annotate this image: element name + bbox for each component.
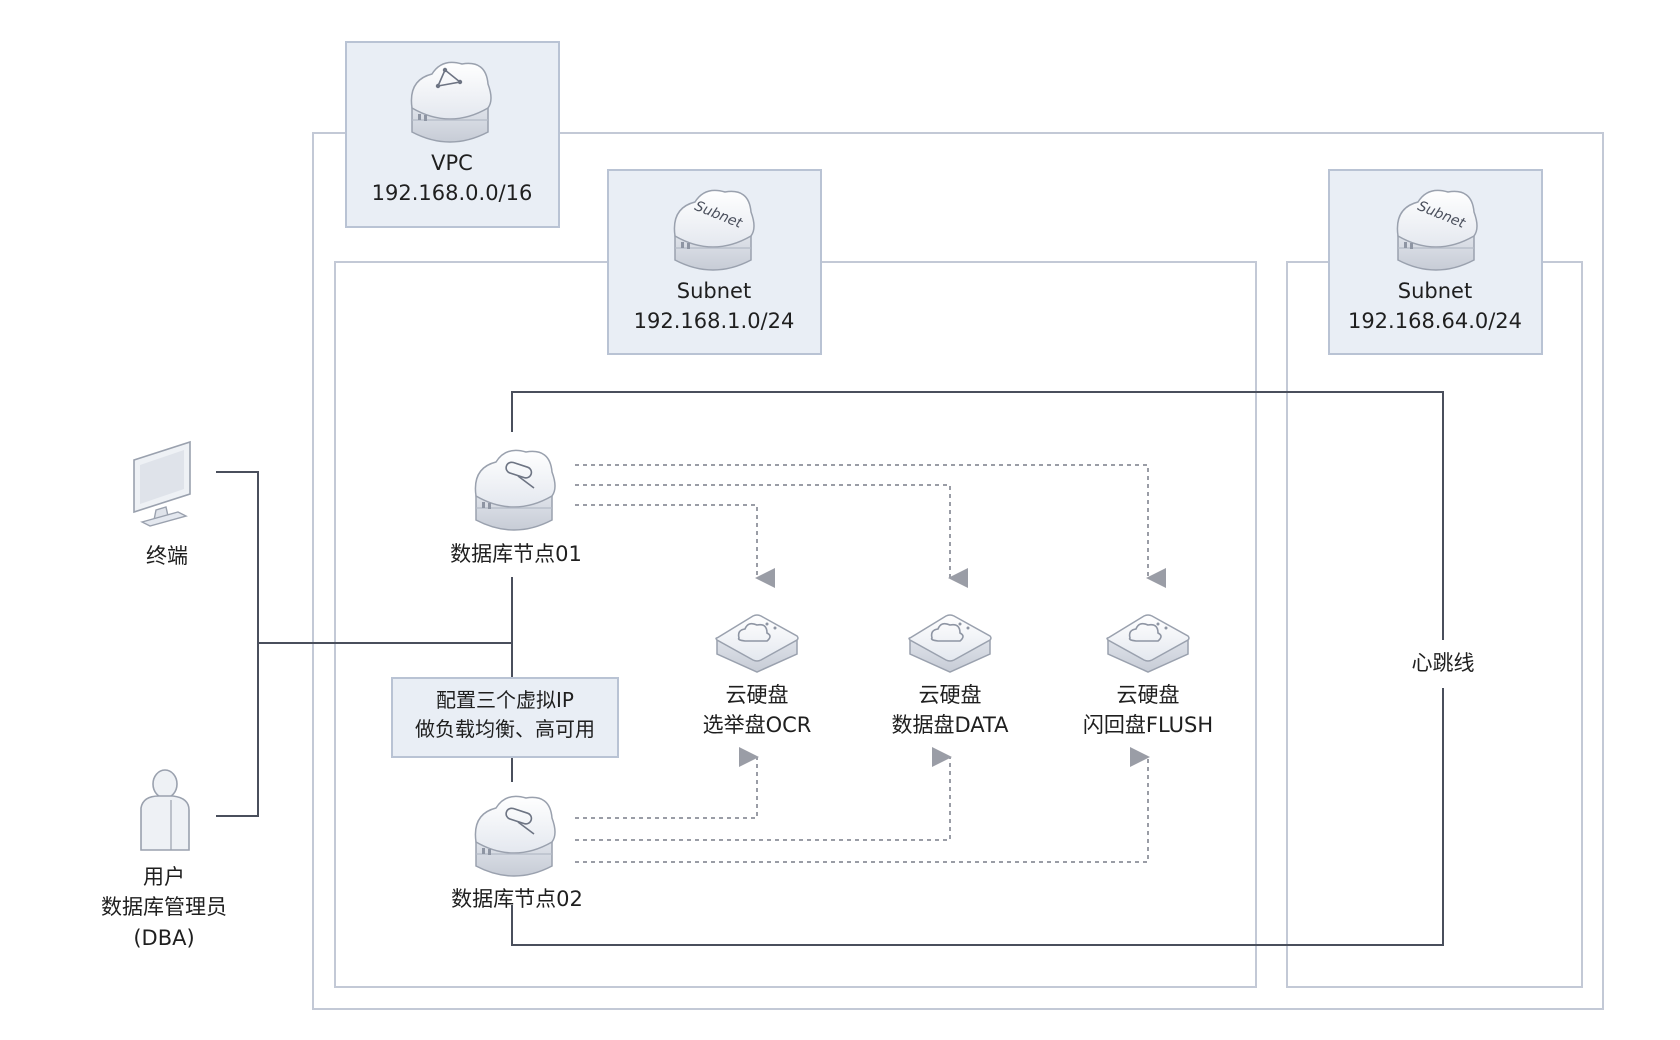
db-node-02-label: 数据库节点02 — [451, 884, 583, 914]
heartbeat-label: 心跳线 — [1409, 648, 1477, 679]
db-node-02-icon — [474, 795, 556, 877]
client-connectors — [216, 471, 512, 817]
node01-disk-arrows — [575, 464, 1166, 588]
disk-ocr-icon — [715, 614, 799, 673]
db-node-01-label: 数据库节点01 — [450, 539, 582, 569]
monitor-icon — [133, 440, 191, 527]
db-node-01-icon — [474, 449, 556, 531]
vpc-name: VPC — [431, 151, 473, 175]
vpc-icon — [410, 61, 492, 143]
subnet-1-name: Subnet — [676, 279, 752, 303]
vpc-cidr: 192.168.0.0/16 — [371, 181, 533, 206]
user-label-line1: 用户 — [143, 865, 185, 889]
subnet-icon: Subnet — [673, 189, 755, 271]
vip-note-box — [391, 677, 619, 758]
person-icon — [140, 769, 190, 851]
disk-flush-label: 云硬盘 闪回盘FLUSH — [1083, 680, 1213, 741]
vip-note-line1: 配置三个虚拟IP — [436, 688, 574, 712]
disk-flush-line1: 云硬盘 — [1116, 683, 1180, 707]
subnet-1-label: Subnet 192.168.1.0/24 — [634, 276, 795, 337]
disk-ocr-line1: 云硬盘 — [725, 683, 789, 707]
heartbeat-label-text: 心跳线 — [1411, 651, 1475, 675]
vip-note-line2: 做负载均衡、高可用 — [415, 717, 595, 741]
db-node-01-text: 数据库节点01 — [450, 542, 582, 566]
terminal-label-text: 终端 — [146, 544, 188, 568]
disk-ocr-label: 云硬盘 选举盘OCR — [703, 680, 812, 741]
disk-data-icon — [908, 614, 992, 673]
disk-data-line1: 云硬盘 — [918, 683, 982, 707]
subnet-2-label: Subnet 192.168.64.0/24 — [1348, 276, 1522, 337]
disk-ocr-line2: 选举盘OCR — [702, 713, 812, 738]
user-label-line2: 数据库管理员 — [101, 895, 227, 920]
node02-disk-arrows — [575, 747, 1150, 863]
disk-flush-line2: 闪回盘FLUSH — [1082, 713, 1214, 738]
disk-data-label: 云硬盘 数据盘DATA — [891, 680, 1008, 741]
subnet-1-frame — [334, 261, 1257, 988]
disk-data-line2: 数据盘DATA — [891, 713, 1009, 738]
subnet-1-cidr: 192.168.1.0/24 — [633, 309, 795, 334]
user-label: 用户 数据库管理员 (DBA) — [101, 862, 227, 953]
subnet-2-frame — [1286, 261, 1583, 988]
subnet-2-cidr: 192.168.64.0/24 — [1347, 309, 1523, 334]
vpc-label: VPC 192.168.0.0/16 — [372, 148, 533, 209]
subnet-2-name: Subnet — [1397, 279, 1473, 303]
terminal-label: 终端 — [146, 541, 188, 571]
disk-flush-icon — [1106, 614, 1190, 673]
vpc-frame — [312, 132, 1604, 1010]
db-node-02-text: 数据库节点02 — [451, 887, 583, 911]
vip-note-label: 配置三个虚拟IP 做负载均衡、高可用 — [415, 686, 595, 744]
heartbeat-line — [511, 391, 1444, 946]
user-label-line3: (DBA) — [133, 925, 195, 950]
subnet-icon: Subnet — [1396, 189, 1478, 271]
